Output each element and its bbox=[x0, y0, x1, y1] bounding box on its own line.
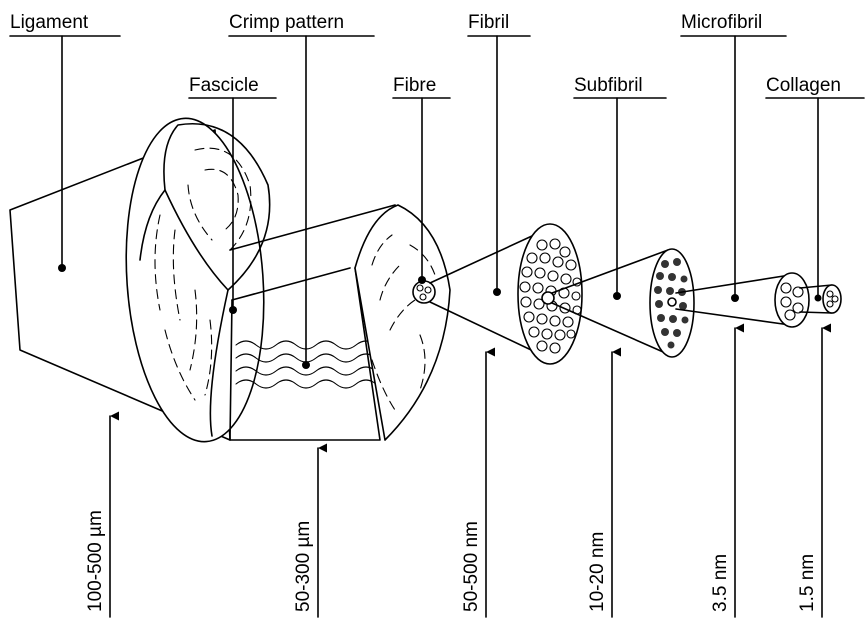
label-fibre: Fibre bbox=[393, 75, 436, 96]
label-fascicle: Fascicle bbox=[189, 75, 259, 96]
fibril-structure bbox=[430, 224, 582, 364]
ligament-structure bbox=[10, 114, 274, 447]
label-ligament: Ligament bbox=[10, 12, 89, 33]
fibre-end bbox=[355, 205, 450, 440]
scale-fascicle: 50-300 µm bbox=[293, 521, 314, 612]
scale-ligament: 100-500 µm bbox=[85, 510, 106, 612]
scale-fibril: 10-20 nm bbox=[587, 532, 608, 612]
scale-labels: 100-500 µm 50-300 µm 50-500 nm 10-20 nm … bbox=[85, 510, 818, 612]
scale-fibre: 50-500 nm bbox=[461, 521, 482, 612]
scale-subfibril: 3.5 nm bbox=[710, 554, 731, 612]
label-fibril: Fibril bbox=[468, 12, 509, 33]
label-collagen: Collagen bbox=[766, 75, 841, 96]
label-crimp-pattern: Crimp pattern bbox=[229, 12, 344, 33]
scale-microfibril: 1.5 nm bbox=[797, 554, 818, 612]
structure-labels: Ligament Crimp pattern Fascicle Fibre Fi… bbox=[10, 12, 864, 98]
label-microfibril: Microfibril bbox=[681, 12, 762, 33]
microfibril-structure bbox=[676, 273, 809, 327]
label-subfibril: Subfibril bbox=[574, 75, 643, 96]
